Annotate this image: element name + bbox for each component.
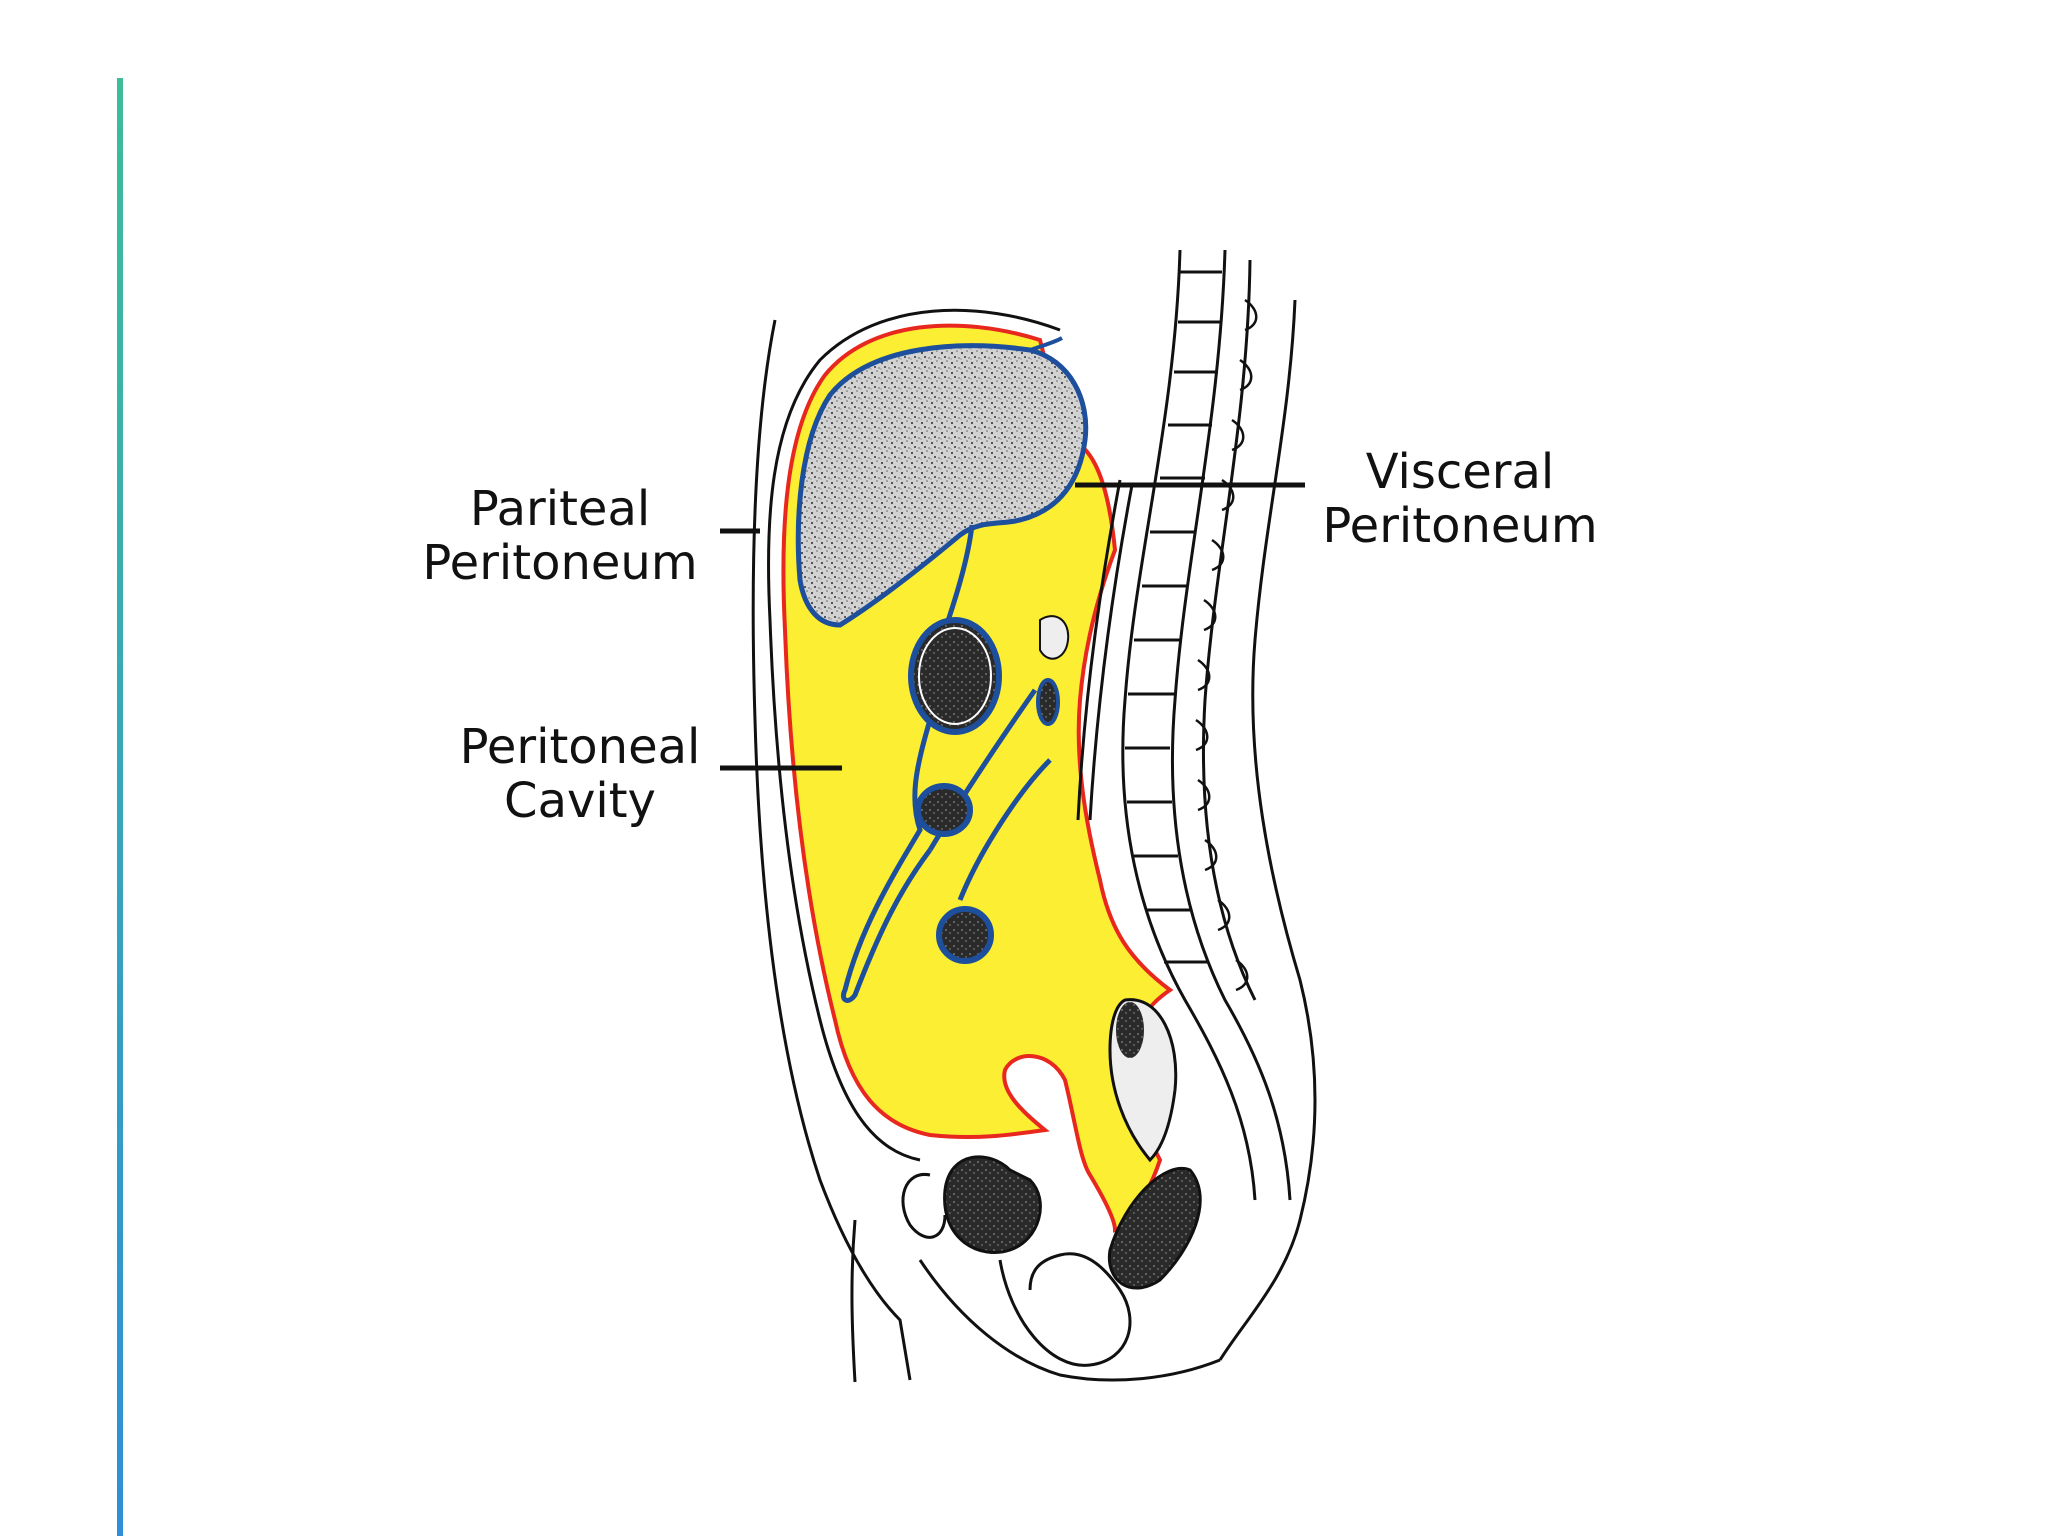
- sac-outer-outline: [766, 308, 1061, 1162]
- back-outline: [1218, 299, 1317, 1361]
- spinous-processes: [1195, 298, 1258, 992]
- label-parietal-peritoneum: Pariteal Peritoneum: [410, 482, 710, 590]
- label-parietal-line1: Pariteal: [469, 481, 651, 537]
- label-visceral-line2: Peritoneum: [1322, 498, 1598, 554]
- label-visceral-peritoneum: Visceral Peritoneum: [1300, 445, 1620, 553]
- label-cavity-line2: Cavity: [504, 773, 656, 829]
- transverse-colon: [915, 783, 973, 837]
- stomach: [908, 617, 1002, 735]
- vertebral-column: [1121, 249, 1292, 1201]
- pancreas: [1039, 615, 1070, 660]
- sacrum-organ: [1107, 1167, 1202, 1290]
- label-cavity-line1: Peritoneal: [459, 719, 701, 775]
- small-intestine: [936, 906, 994, 964]
- body-outline: [751, 319, 912, 1381]
- vertebral-discs: [1125, 270, 1222, 964]
- pubic-bone: [901, 1173, 947, 1239]
- lower-body-outline: [850, 1219, 857, 1383]
- label-visceral-line1: Visceral: [1365, 444, 1555, 500]
- aorta: [1076, 479, 1122, 821]
- label-parietal-line2: Peritoneum: [422, 535, 698, 591]
- duodenum: [1036, 678, 1060, 726]
- accent-bar: [117, 78, 123, 1536]
- mesentery-strand-2: [957, 758, 1052, 901]
- bladder: [943, 1155, 1042, 1254]
- greater-omentum-strand: [840, 719, 933, 1003]
- pelvic-floor: [998, 1252, 1132, 1367]
- label-peritoneal-cavity: Peritoneal Cavity: [440, 720, 720, 828]
- liver: [795, 343, 1089, 628]
- diaphragm-gap-line: [1029, 336, 1063, 352]
